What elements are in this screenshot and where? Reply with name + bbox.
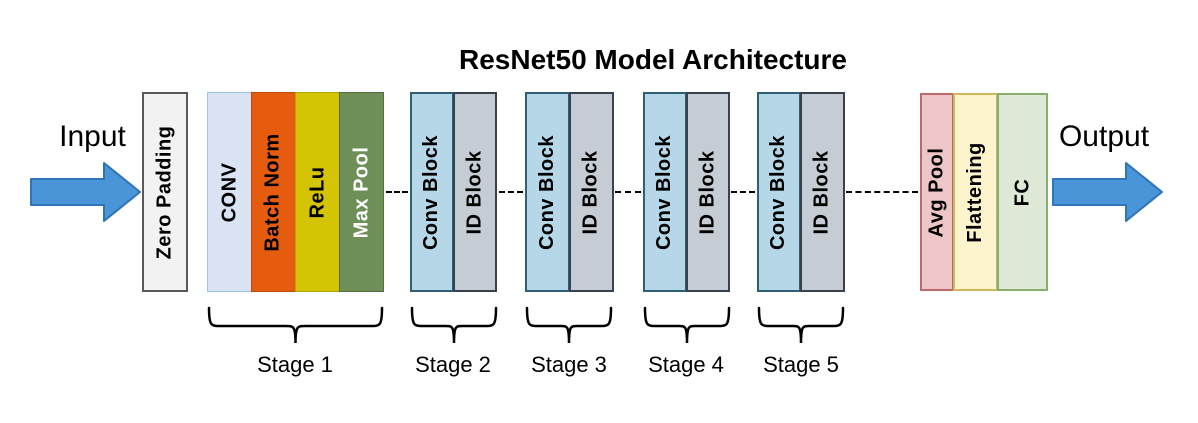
stage5-brace — [757, 306, 845, 344]
block-label: ID Block — [463, 149, 486, 235]
stage3-conv-block: Conv Block — [525, 92, 570, 292]
stage4-label: Stage 4 — [648, 352, 724, 377]
stage2-conv-block: Conv Block — [410, 92, 454, 292]
block-max-pool: Max Pool — [339, 92, 384, 292]
stage2-label: Stage 2 — [415, 352, 491, 377]
block-label: Flattening — [964, 141, 987, 243]
output-label: Output — [1058, 120, 1150, 153]
block-label: Conv Block — [767, 134, 790, 250]
connector-dash — [386, 191, 408, 193]
stage5-label: Stage 5 — [763, 352, 839, 377]
stage3-label: Stage 3 — [531, 352, 607, 377]
stage5-id-block: ID Block — [800, 92, 845, 292]
input-arrow-shape — [30, 162, 141, 222]
output-arrow-shape — [1052, 162, 1163, 222]
block-label: CONV — [218, 162, 241, 222]
block-flattening: Flattening — [953, 93, 998, 291]
stage1-label: Stage 1 — [257, 352, 333, 377]
stage2-brace — [410, 306, 498, 344]
stage4-brace — [643, 306, 731, 344]
block-relu: ReLu — [295, 92, 340, 292]
block-zero-padding: Zero Padding — [142, 92, 188, 292]
block-label: ID Block — [696, 149, 719, 235]
output-arrow-icon — [1052, 162, 1163, 222]
block-conv: CONV — [207, 92, 252, 292]
input-arrow-icon — [30, 162, 141, 222]
block-label: Conv Block — [420, 134, 443, 250]
block-label: Conv Block — [536, 134, 558, 250]
connector-dash — [615, 191, 641, 193]
stage5-conv-block: Conv Block — [757, 92, 801, 292]
block-label: ID Block — [811, 149, 833, 235]
diagram-title: ResNet50 Model Architecture — [459, 44, 847, 75]
block-label: ReLu — [306, 166, 328, 218]
stage3-id-block: ID Block — [569, 92, 614, 292]
block-label: Conv Block — [653, 134, 676, 250]
block-label: Zero Padding — [153, 125, 176, 259]
connector-dash — [499, 191, 523, 193]
block-fc: FC — [997, 93, 1048, 291]
connector-dash — [731, 191, 755, 193]
block-label: Batch Norm — [262, 132, 285, 252]
connector-dash — [846, 191, 918, 193]
block-label: Max Pool — [350, 146, 373, 238]
stage2-id-block: ID Block — [453, 92, 497, 292]
stage1-brace — [207, 306, 384, 344]
input-label: Input — [59, 120, 126, 153]
block-label: FC — [1010, 178, 1033, 206]
stage4-conv-block: Conv Block — [643, 92, 687, 292]
block-avg-pool: Avg Pool — [920, 93, 954, 291]
block-label: Avg Pool — [925, 147, 948, 237]
block-batch-norm: Batch Norm — [251, 92, 296, 292]
stage4-id-block: ID Block — [686, 92, 730, 292]
stage3-brace — [525, 306, 613, 344]
block-label: ID Block — [580, 149, 602, 235]
